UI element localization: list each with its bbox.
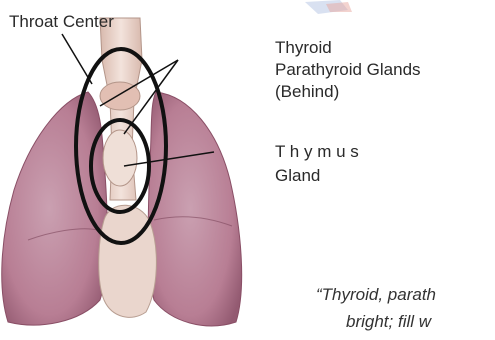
throat-center-leader	[62, 34, 92, 84]
parathyroid-label: Parathyroid Glands	[275, 60, 421, 80]
left-lung	[2, 92, 108, 325]
behind-label: (Behind)	[275, 82, 339, 102]
right-lung	[148, 92, 241, 326]
thymus-gland	[103, 130, 137, 186]
caption-line-1: “Thyroid, parath	[316, 284, 436, 306]
caption-line-2: bright; fill w	[346, 311, 431, 333]
gland-label: Gland	[275, 166, 320, 186]
throat-center-label: Throat Center	[9, 12, 114, 32]
thymus-label: T h y m u s	[275, 142, 359, 162]
thyroid-label: Thyroid	[275, 38, 332, 58]
decoration-fragment	[305, 0, 352, 14]
